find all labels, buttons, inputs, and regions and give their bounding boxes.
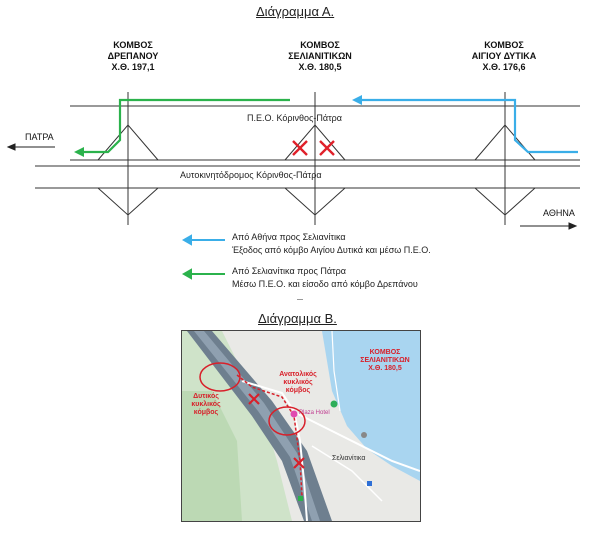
peo-road-label: Π.Ε.Ο. Κόρινθος-Πάτρα [247,113,342,123]
poi-pin-pink [290,410,298,418]
diagram-b-title: Διάγραμμα Β. [258,311,337,326]
drepano-interchange [97,92,159,225]
legend-green-text: Από Σελιανίτικα προς Πάτρα Μέσω Π.Ε.Ο. κ… [232,266,418,289]
map-closure-x-2 [293,457,305,469]
blue-route [360,98,578,154]
motorway-label: Αυτοκινητόδρομος Κόρινθος-Πάτρα [180,170,322,180]
map-town-label: Σελιανίτικα [332,455,366,462]
closure-x-west [292,140,308,156]
map-green-marker [298,496,303,501]
legend-blue-arrow [181,234,225,246]
map-graphics [182,331,420,521]
node-label-drepano: ΚΟΜΒΟΣ ΔΡΕΠΑΝΟΥ Χ.Θ. 197,1 [107,40,159,72]
map-view: ΚΟΜΒΟΣ ΣΕΛΙΑΝΙΤΙΚΩΝ Χ.Θ. 180,5 Δυτικός κ… [181,330,421,522]
legend-green-arrow [181,268,225,280]
selianitika-interchange [284,92,346,225]
poi-pin-green [330,400,338,408]
athina-direction-arrow [520,222,578,230]
east-roundabout-circle [268,406,306,436]
athina-label: ΑΘΗΝΑ [543,208,575,218]
diagram-a-schematic [6,92,580,300]
diagram-a-title: Διάγραμμα Α. [256,4,335,19]
patra-direction-arrow [6,143,55,151]
poi-pin-blue [367,481,372,486]
map-closure-x-1 [248,393,260,405]
node-label-selianitika: ΚΟΜΒΟΣ ΣΕΛΙΑΝΙΤΙΚΩΝ Χ.Θ. 180,5 [288,40,352,72]
green-arrow-head [74,147,84,157]
map-poi-label: Plaza Hotel [299,410,330,416]
east-roundabout-label: Ανατολικός κυκλικός κόμβος [279,371,317,394]
patra-label: ΠΑΤΡΑ [25,132,54,142]
blue-arrow-head [352,95,362,105]
node-label-aigio-west: ΚΟΜΒΟΣ ΑΙΓΙΟΥ ΔΥΤΙΚΑ Χ.Θ. 176,6 [471,40,537,72]
poi-pin-grey [361,432,367,438]
legend-blue-text: Από Αθήνα προς Σελιανίτικα Έξοδος από κό… [232,232,431,255]
green-route [80,98,290,154]
aigio-interchange [474,92,536,225]
west-roundabout-label: Δυτικός κυκλικός κόμβος [191,393,221,416]
closure-x-east [319,140,335,156]
west-roundabout-circle [199,362,241,392]
map-node-label: ΚΟΜΒΟΣ ΣΕΛΙΑΝΙΤΙΚΩΝ Χ.Θ. 180,5 [360,349,410,372]
